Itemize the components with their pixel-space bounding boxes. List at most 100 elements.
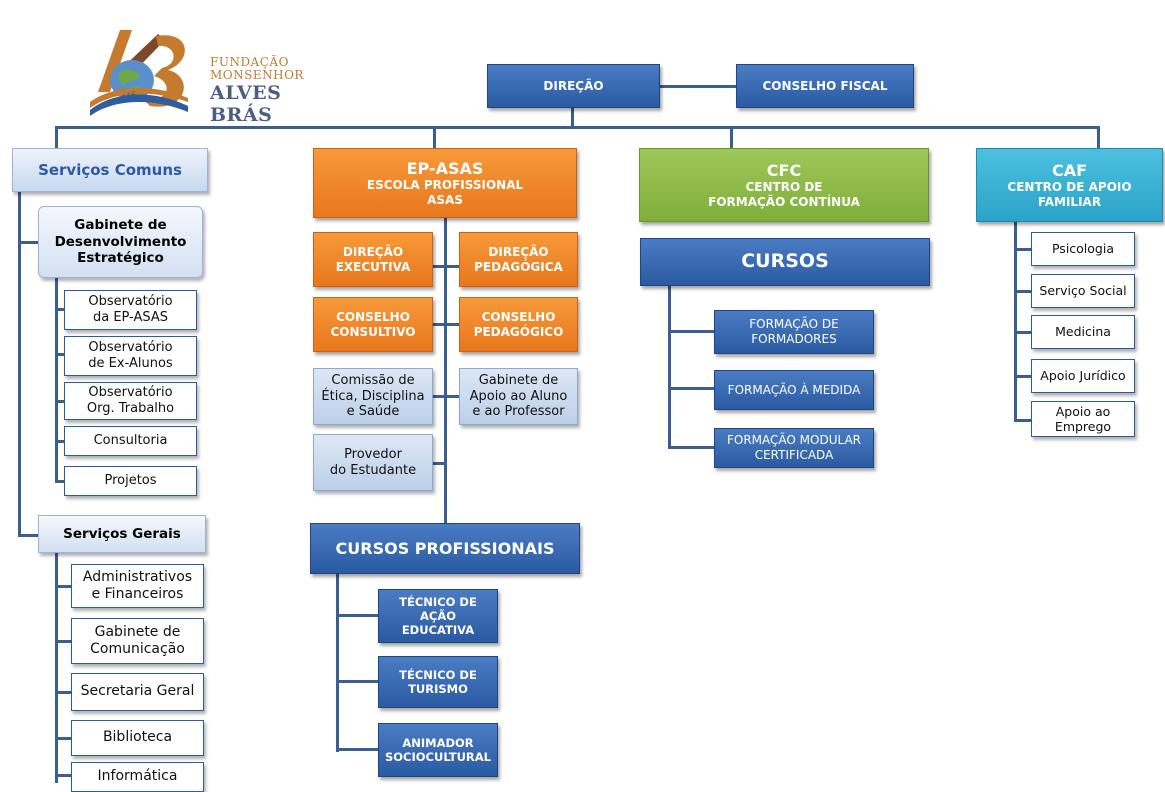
servicos-comuns-box: Serviços Comuns (12, 148, 208, 192)
gabinete-comunicacao-box: Gabinete de Comunicação (71, 618, 204, 664)
cfc-sub-2: FORMAÇÃO CONTÍNUA (708, 194, 860, 209)
direcao-pedagogica-line-1: DIREÇÃO (488, 244, 549, 259)
observatorio-org-trabalho-line-2: Org. Trabalho (86, 401, 175, 416)
gabinete-comunicacao-line-1: Gabinete de (94, 623, 181, 640)
projetos-label: Projetos (104, 473, 157, 489)
gabinete-apoio-aluno-line-1: Gabinete de (478, 372, 559, 388)
formacao-formadores-box: FORMAÇÃO DE FORMADORES (714, 310, 874, 354)
administrativos-line-2: e Financeiros (91, 586, 184, 602)
caf-sub-2: FAMILIAR (1037, 194, 1102, 209)
apoio-emprego-line-1: Apoio ao (1055, 403, 1111, 419)
tecnico-turismo-box: TÉCNICO DE TURISMO (378, 656, 498, 708)
cursos-profissionais-title: CURSOS PROFISSIONAIS (335, 538, 555, 558)
direcao-pedagogica-box: DIREÇÃO PEDAGÓGICA (459, 232, 578, 287)
apoio-juridico-label: Apoio Jurídico (1040, 368, 1126, 384)
animador-sociocultural-box: ANIMADOR SOCIOCULTURAL (378, 723, 498, 777)
ep-asas-title: EP-ASAS (406, 158, 484, 178)
cfc-title: CFC (766, 160, 802, 180)
gabinete-apoio-aluno-line-2: Apoio ao Aluno (469, 388, 568, 404)
observatorio-org-trabalho-box: Observatório Org. Trabalho (64, 382, 197, 420)
observatorio-ex-alunos-line-2: de Ex-Alunos (88, 356, 173, 371)
caf-title: CAF (1051, 160, 1088, 180)
observatorio-ex-alunos-line-1: Observatório (88, 340, 173, 356)
direcao-executiva-box: DIREÇÃO EXECUTIVA (313, 232, 433, 287)
conselho-consultivo-box: CONSELHO CONSULTIVO (313, 297, 433, 352)
tecnico-acao-educativa-line-2: AÇÃO (419, 608, 457, 623)
tecnico-turismo-line-1: TÉCNICO DE (399, 667, 477, 682)
observatorio-ep-asas-line-2: da EP-ASAS (92, 310, 169, 325)
provedor-estudante-box: Provedor do Estudante (313, 434, 433, 491)
consultoria-box: Consultoria (64, 426, 197, 456)
informatica-box: Informática (71, 762, 204, 792)
direcao-pedagogica-line-2: PEDAGÓGICA (474, 259, 563, 274)
logo-line-1: FUNDAÇÃO (210, 55, 289, 69)
medicina-box: Medicina (1031, 315, 1135, 349)
gabinete-comunicacao-line-2: Comunicação (90, 641, 185, 657)
comissao-etica-line-3: e Saúde (346, 404, 400, 420)
conselho-pedagogico-line-2: PEDAGÓGICO (473, 324, 564, 339)
provedor-estudante-line-2: do Estudante (329, 462, 417, 478)
observatorio-ep-asas-box: Observatório da EP-ASAS (64, 290, 197, 330)
cfc-cursos-title: CURSOS (741, 250, 829, 273)
animador-sociocultural-line-2: SOCIOCULTURAL (384, 750, 492, 764)
secretaria-geral-label: Secretaria Geral (80, 683, 195, 700)
gabinete-desenvolvimento-line-2: Desenvolvimento (54, 233, 187, 250)
projetos-box: Projetos (64, 466, 197, 496)
biblioteca-label: Biblioteca (102, 729, 173, 746)
servico-social-box: Serviço Social (1031, 274, 1135, 308)
servicos-comuns-title: Serviços Comuns (38, 160, 182, 179)
cfc-box: CFC CENTRO DE FORMAÇÃO CONTÍNUA (639, 148, 929, 222)
gabinete-desenvolvimento-line-1: Gabinete de (74, 217, 167, 234)
apoio-emprego-line-2: Emprego (1054, 419, 1112, 434)
observatorio-ex-alunos-box: Observatório de Ex-Alunos (64, 336, 197, 376)
conselho-consultivo-line-2: CONSULTIVO (330, 324, 416, 339)
observatorio-ep-asas-line-1: Observatório (88, 294, 173, 310)
logo-line-2: MONSENHOR (210, 68, 304, 82)
direcao-executiva-line-2: EXECUTIVA (335, 259, 411, 274)
logo-emblem-icon: EPASAS (90, 30, 188, 116)
administrativos-line-1: Administrativos (82, 568, 193, 585)
secretaria-geral-box: Secretaria Geral (71, 673, 204, 711)
gabinete-desenvolvimento-box: Gabinete de Desenvolvimento Estratégico (38, 206, 203, 278)
formacao-medida-box: FORMAÇÃO À MEDIDA (714, 370, 874, 410)
fundacao-logo: EPASAS FUNDAÇÃO MONSENHOR ALVES BRÁS (70, 20, 340, 126)
formacao-medida-label: FORMAÇÃO À MEDIDA (727, 382, 861, 397)
gabinete-apoio-aluno-box: Gabinete de Apoio ao Aluno e ao Professo… (459, 368, 578, 425)
comissao-etica-line-2: Ética, Disciplina (321, 388, 425, 404)
servico-social-label: Serviço Social (1039, 283, 1127, 299)
formacao-formadores-line-2: FORMADORES (751, 332, 837, 346)
conselho-consultivo-line-1: CONSELHO (336, 309, 410, 324)
tecnico-turismo-line-2: TURISMO (408, 682, 468, 696)
formacao-modular-line-2: CERTIFICADA (754, 448, 834, 462)
ep-asas-sub-2: ASAS (427, 192, 463, 207)
gabinete-apoio-aluno-line-3: e ao Professor (472, 404, 565, 420)
formacao-modular-box: FORMAÇÃO MODULAR CERTIFICADA (714, 428, 874, 468)
tecnico-acao-educativa-line-3: EDUCATIVA (401, 623, 475, 637)
consultoria-label: Consultoria (93, 433, 168, 449)
conselho-pedagogico-box: CONSELHO PEDAGÓGICO (459, 297, 578, 352)
biblioteca-box: Biblioteca (71, 720, 204, 756)
caf-sub-1: CENTRO DE APOIO (1007, 180, 1132, 195)
direcao-label: DIREÇÃO (543, 78, 604, 93)
formacao-formadores-line-1: FORMAÇÃO DE (749, 317, 839, 332)
psicologia-label: Psicologia (1051, 241, 1114, 257)
gabinete-desenvolvimento-line-3: Estratégico (77, 250, 164, 267)
formacao-modular-line-1: FORMAÇÃO MODULAR (726, 433, 861, 448)
ep-asas-box: EP-ASAS ESCOLA PROFISSIONAL ASAS (313, 148, 577, 218)
observatorio-org-trabalho-line-1: Observatório (88, 385, 173, 401)
direcao-box: DIREÇÃO (487, 64, 660, 108)
animador-sociocultural-line-1: ANIMADOR (402, 735, 474, 750)
conselho-fiscal-label: CONSELHO FISCAL (762, 78, 888, 93)
cursos-profissionais-box: CURSOS PROFISSIONAIS (310, 523, 580, 574)
apoio-juridico-box: Apoio Jurídico (1031, 359, 1135, 393)
servicos-gerais-box: Serviços Gerais (38, 515, 206, 553)
ep-asas-sub-1: ESCOLA PROFISSIONAL (366, 178, 524, 193)
cfc-sub-1: CENTRO DE (745, 180, 823, 195)
comissao-etica-line-1: Comissão de (331, 372, 415, 388)
administrativos-box: Administrativos e Financeiros (71, 564, 204, 608)
tecnico-acao-educativa-line-1: TÉCNICO DE (399, 594, 477, 609)
comissao-etica-box: Comissão de Ética, Disciplina e Saúde (313, 368, 433, 425)
apoio-emprego-box: Apoio ao Emprego (1031, 401, 1135, 437)
tecnico-acao-educativa-box: TÉCNICO DE AÇÃO EDUCATIVA (378, 589, 498, 643)
direcao-executiva-line-1: DIREÇÃO (342, 244, 404, 259)
